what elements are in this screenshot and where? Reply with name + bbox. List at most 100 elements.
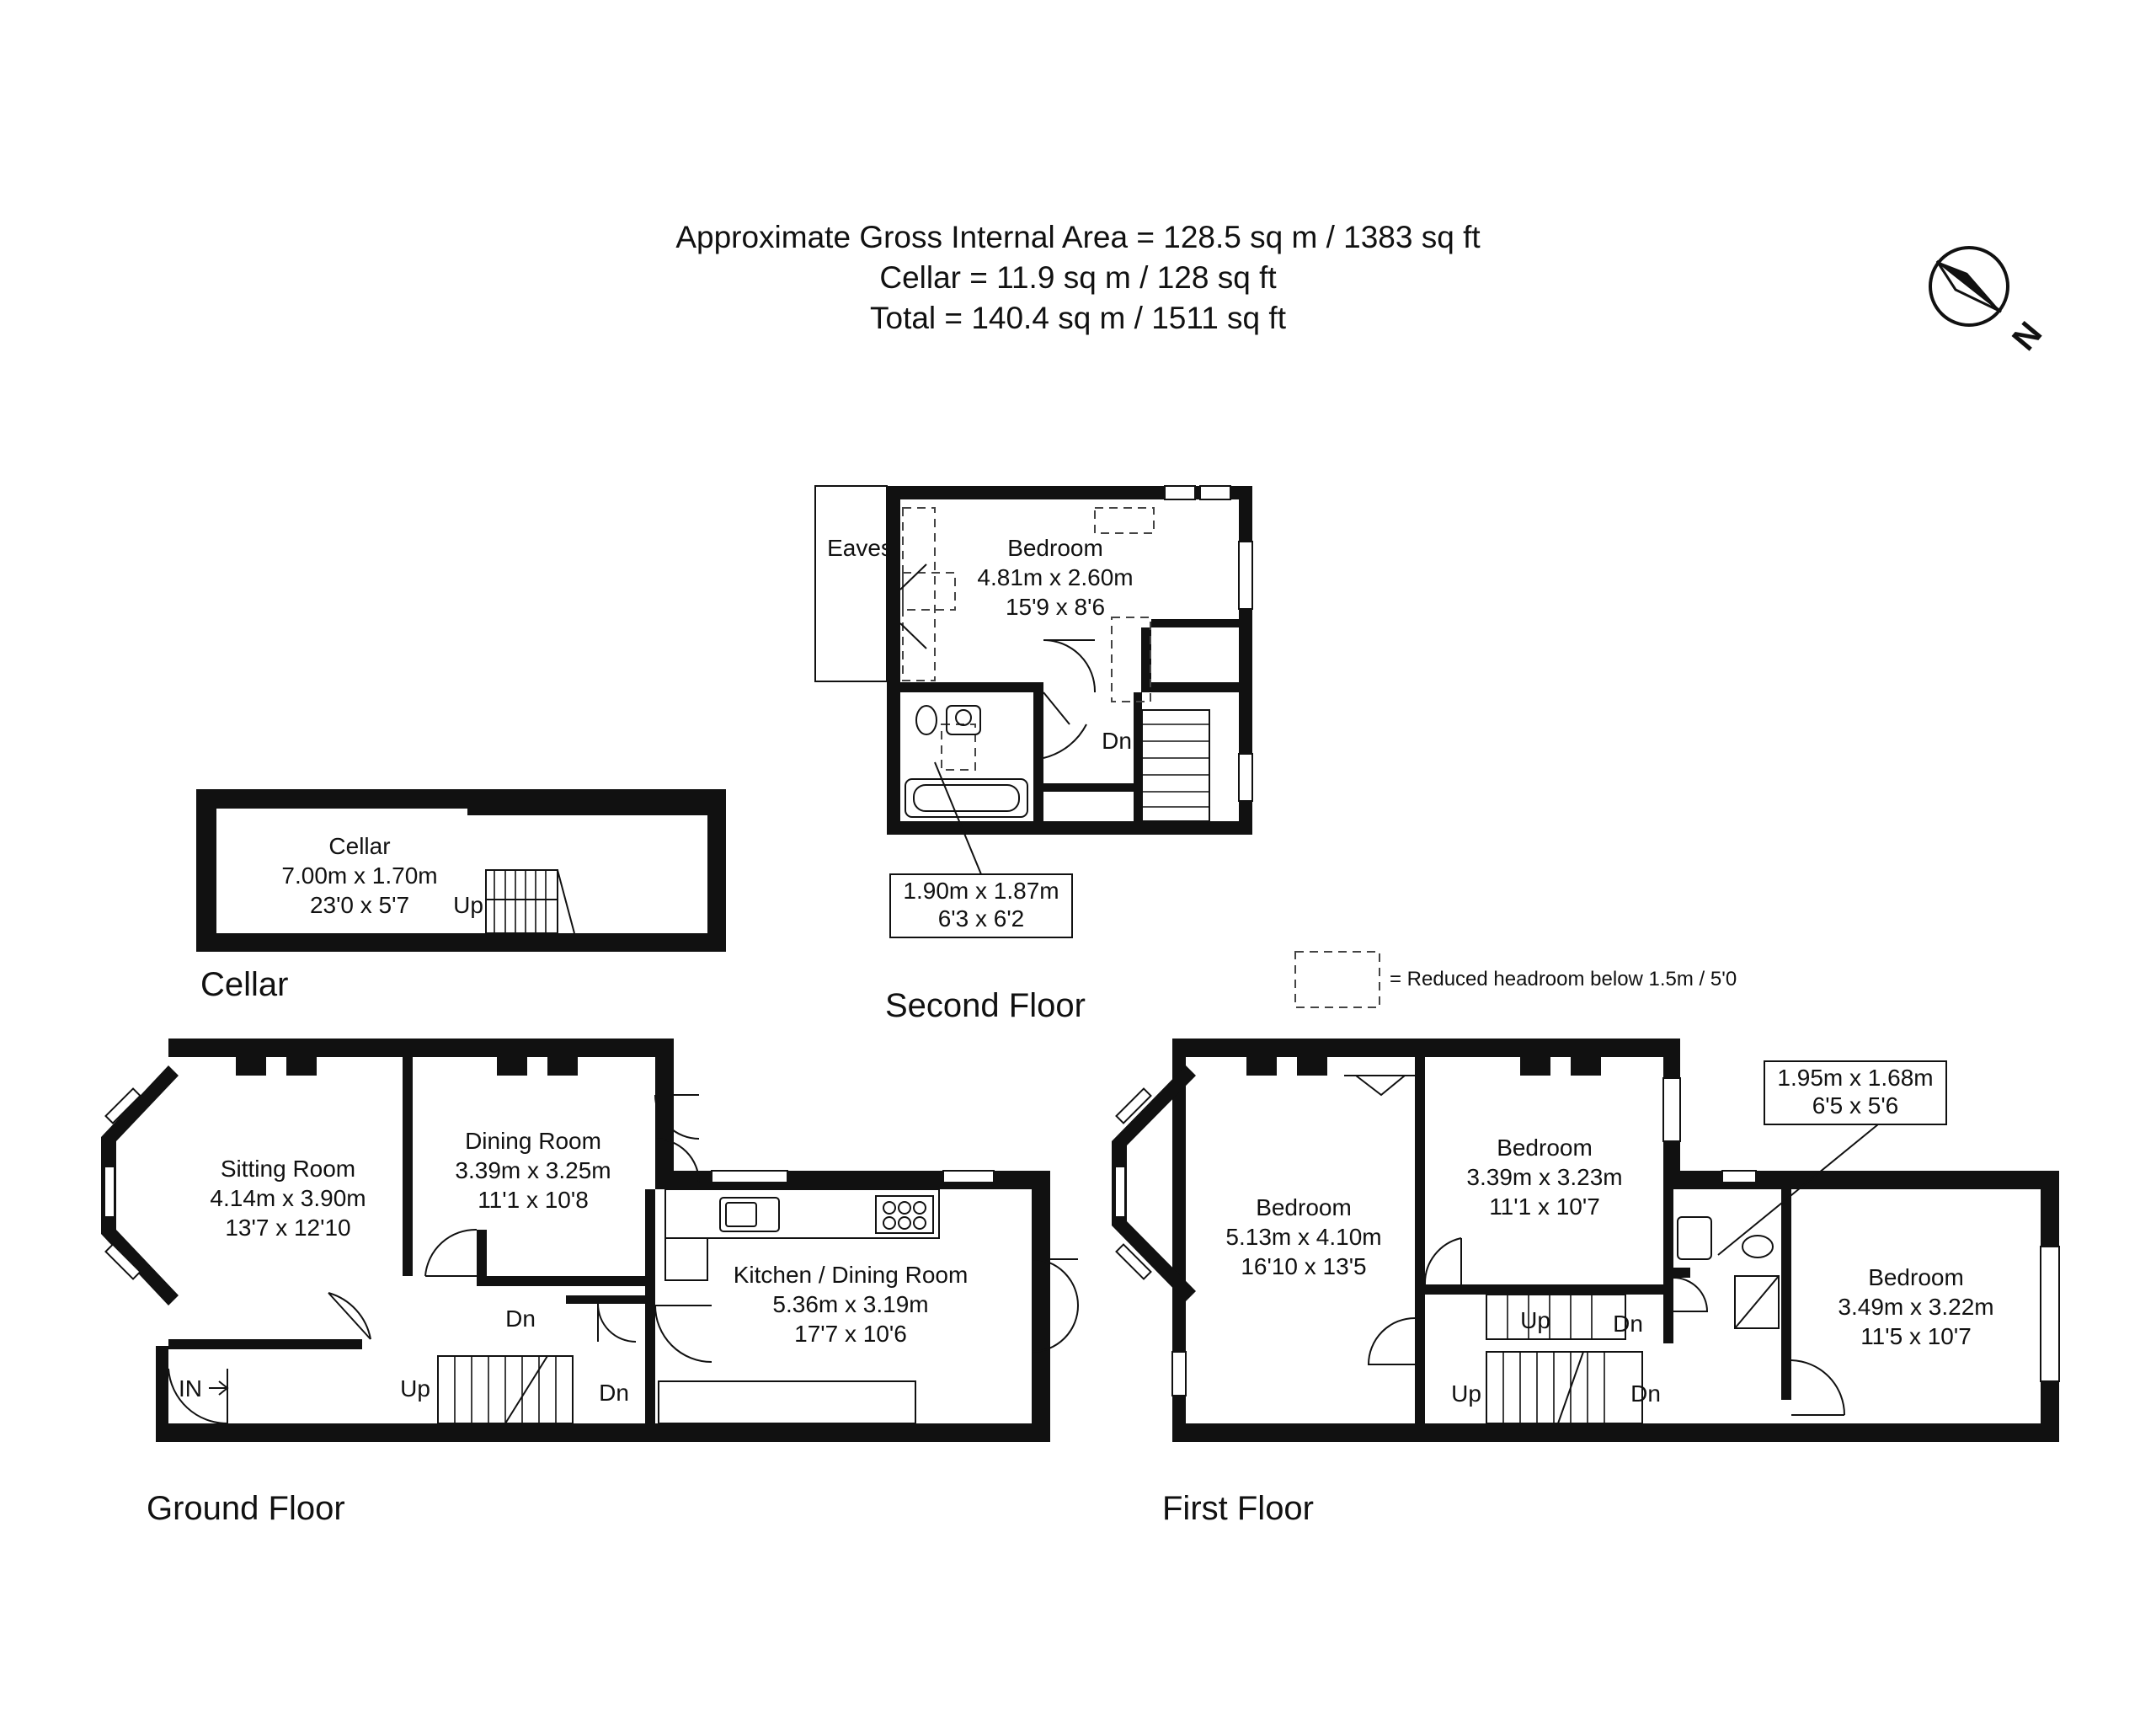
kitchen-counter bbox=[664, 1188, 940, 1239]
sitting-bay-wall bbox=[101, 1065, 179, 1306]
window bbox=[104, 1166, 115, 1218]
gross-internal-area: Approximate Gross Internal Area = 128.5 … bbox=[675, 220, 1481, 254]
window bbox=[1238, 541, 1253, 610]
reduced-headroom-area bbox=[1111, 617, 1151, 702]
dining-room-metric: 3.39m x 3.25m bbox=[455, 1157, 611, 1183]
kitchen-left-wall bbox=[645, 1286, 655, 1423]
bathroom-pointer bbox=[934, 761, 982, 875]
dining-room-name: Dining Room bbox=[465, 1128, 601, 1154]
chimney-breast bbox=[1297, 1057, 1327, 1076]
toilet-icon bbox=[1742, 1235, 1774, 1258]
bedroom3-door bbox=[1790, 1359, 1845, 1416]
ground-floor-stairs bbox=[437, 1355, 574, 1424]
shower-metric: 1.95m x 1.68m bbox=[1777, 1065, 1933, 1091]
first-stairs-up-label: Up bbox=[1520, 1307, 1550, 1333]
sitting-front-wall bbox=[168, 1339, 362, 1349]
shower-right-wall bbox=[1781, 1189, 1791, 1400]
shower-pointer bbox=[1717, 1124, 1879, 1256]
hob-icon bbox=[875, 1195, 934, 1234]
second-stairs-down-label: Dn bbox=[1102, 728, 1132, 754]
bathroom-size-box bbox=[889, 873, 1073, 938]
bedroom2-name: Bedroom bbox=[1497, 1135, 1593, 1161]
shower-front-stub bbox=[1673, 1268, 1690, 1278]
first-stairs-down-label-2: Dn bbox=[1630, 1380, 1661, 1407]
bedroom3-metric: 3.49m x 3.22m bbox=[1838, 1294, 1993, 1320]
dining-room-imperial: 11'1 x 10'8 bbox=[478, 1187, 589, 1213]
kitchen-room-metric: 5.36m x 3.19m bbox=[772, 1291, 928, 1317]
reduced-headroom-area bbox=[902, 572, 956, 611]
second-floor-stairs bbox=[1141, 709, 1210, 822]
kitchen-counter-return bbox=[664, 1237, 708, 1281]
cellar-room-name: Cellar bbox=[328, 833, 390, 859]
sitting-dining-wall bbox=[403, 1057, 413, 1276]
bedroom-door bbox=[1043, 639, 1097, 693]
window bbox=[942, 1170, 995, 1183]
front-door bbox=[168, 1368, 228, 1425]
bedroom-divider-wall bbox=[1415, 1057, 1425, 1423]
window bbox=[104, 1087, 141, 1124]
second-floor-label: Second Floor bbox=[885, 987, 1086, 1024]
window bbox=[1238, 753, 1253, 802]
window bbox=[1114, 1166, 1126, 1218]
dining-door-jamb bbox=[477, 1230, 487, 1286]
chimney-breast bbox=[1246, 1057, 1277, 1076]
dining-kitchen-wall bbox=[645, 1189, 655, 1286]
entrance-arrow-icon bbox=[209, 1380, 229, 1396]
shower-fixtures bbox=[1677, 1216, 1780, 1329]
bathroom-right-wall bbox=[1033, 692, 1043, 821]
cupboard-top-wall bbox=[1151, 619, 1239, 627]
bathroom-top-wall bbox=[900, 682, 1043, 692]
bathroom-imperial: 6'3 x 6'2 bbox=[938, 905, 1025, 932]
second-floor-plan: Eaves bbox=[814, 485, 1253, 1024]
window bbox=[1721, 1170, 1757, 1183]
ground-floor-label: Ground Floor bbox=[147, 1490, 345, 1527]
landing-cupboard-wall bbox=[1043, 783, 1134, 792]
window bbox=[2040, 1246, 2060, 1382]
window bbox=[1171, 1351, 1187, 1396]
cellar-stairs-down-label: Dn bbox=[599, 1380, 629, 1406]
shower-imperial: 6'5 x 5'6 bbox=[1812, 1092, 1899, 1119]
cellar-door bbox=[597, 1303, 637, 1343]
chimney-breast bbox=[1571, 1057, 1601, 1076]
chimney-breast bbox=[1520, 1057, 1550, 1076]
first-stairs-down-label: Dn bbox=[1613, 1311, 1643, 1337]
bedroom1-imperial: 16'10 x 13'5 bbox=[1241, 1253, 1366, 1279]
ground-stairs-up-label: Up bbox=[400, 1375, 430, 1402]
second-bedroom-name: Bedroom bbox=[1007, 535, 1103, 561]
legend: = Reduced headroom below 1.5m / 5'0 bbox=[1294, 951, 1737, 1008]
chimney-breast bbox=[236, 1057, 266, 1076]
toilet-icon bbox=[915, 705, 937, 735]
eaves-door bbox=[899, 563, 927, 649]
shower-left-wall bbox=[1663, 1171, 1673, 1343]
basin-icon bbox=[946, 705, 981, 735]
sitting-door bbox=[328, 1292, 371, 1340]
landing-left-wall bbox=[1134, 692, 1142, 821]
bedroom1-metric: 5.13m x 4.10m bbox=[1225, 1224, 1381, 1250]
bathroom-door bbox=[1043, 691, 1087, 759]
cellar-floor-label: Cellar bbox=[200, 966, 288, 1003]
reduced-headroom-area bbox=[1094, 507, 1155, 534]
bedroom2-metric: 3.39m x 3.23m bbox=[1466, 1164, 1622, 1190]
basin-icon bbox=[1677, 1216, 1712, 1260]
kitchen-french-door bbox=[1031, 1258, 1079, 1353]
chimney-breast bbox=[497, 1057, 527, 1076]
kitchen-sink-icon bbox=[719, 1197, 780, 1232]
first-stairs-up-label-2: Up bbox=[1451, 1380, 1481, 1407]
window bbox=[104, 1243, 141, 1280]
legend-text: = Reduced headroom below 1.5m / 5'0 bbox=[1390, 968, 1737, 990]
cellar-stairs bbox=[485, 869, 575, 934]
cellar-room-metric: 7.00m x 1.70m bbox=[281, 862, 437, 889]
dining-front-wall bbox=[477, 1276, 655, 1286]
second-bedroom-metric: 4.81m x 2.60m bbox=[977, 564, 1133, 590]
cellar-stairs-up-label: Up bbox=[453, 892, 483, 918]
bedroom2-front-wall bbox=[1425, 1284, 1663, 1295]
shower-room-door bbox=[1673, 1277, 1709, 1312]
bath-icon bbox=[905, 778, 1028, 818]
north-label: N bbox=[2005, 315, 2049, 357]
sitting-room-imperial: 13'7 x 12'10 bbox=[225, 1215, 350, 1241]
bedroom2-door bbox=[1423, 1237, 1462, 1285]
cellar-plan: Cellar 7.00m x 1.70m 23'0 x 5'7 Up Cella… bbox=[196, 789, 726, 1003]
ground-floor-plan: Sitting Room 4.14m x 3.90m 13'7 x 12'10 … bbox=[101, 1039, 1079, 1527]
area-summary: Approximate Gross Internal Area = 128.5 … bbox=[675, 220, 1481, 335]
reduced-headroom-legend-icon bbox=[1294, 951, 1380, 1008]
